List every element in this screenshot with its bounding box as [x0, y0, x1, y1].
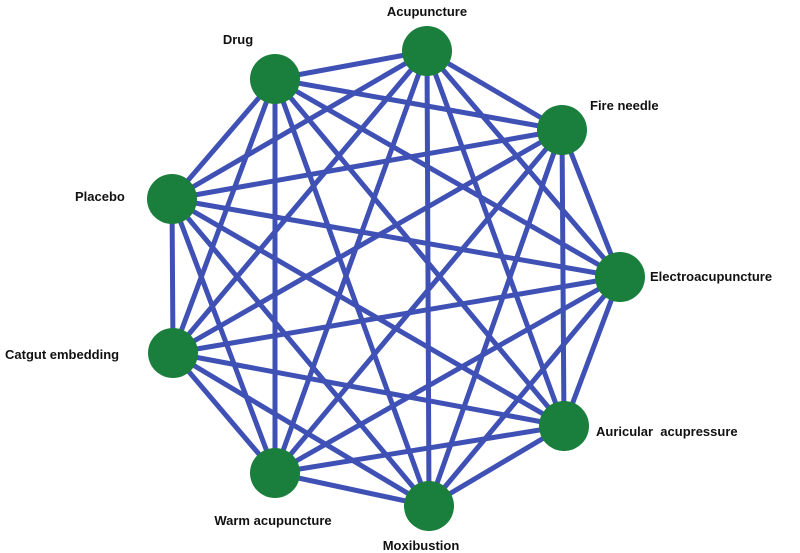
edge-electroacupuncture-moxibustion — [426, 274, 623, 509]
edge-auricular-acupressure-warm-acupuncture — [272, 423, 567, 476]
label-fire-needle: Fire needle — [590, 98, 659, 113]
edge-acupuncture-catgut-embedding — [170, 48, 430, 356]
label-catgut-embedding: Catgut embedding — [5, 347, 119, 362]
label-warm-acupuncture: Warm acupuncture — [214, 513, 331, 528]
edge-fire-needle-moxibustion — [426, 127, 565, 509]
edge-fire-needle-electroacupuncture — [559, 127, 623, 280]
edge-electroacupuncture-auricular-acupressure — [561, 274, 623, 429]
edge-auricular-acupressure-catgut-embedding — [170, 350, 567, 429]
edge-electroacupuncture-drug — [272, 76, 623, 280]
edge-electroacupuncture-catgut-embedding — [170, 274, 623, 356]
edge-moxibustion-warm-acupuncture — [272, 470, 432, 509]
edge-auricular-acupressure-drug — [272, 76, 567, 429]
label-acupuncture: Acupuncture — [387, 4, 467, 19]
nodes-layer — [147, 26, 645, 531]
edge-fire-needle-drug — [272, 76, 565, 133]
node-drug — [250, 54, 300, 104]
edge-acupuncture-moxibustion — [424, 48, 432, 509]
edge-acupuncture-fire-needle — [424, 48, 565, 133]
node-catgut-embedding — [148, 328, 198, 378]
edge-fire-needle-catgut-embedding — [170, 127, 565, 356]
label-moxibustion: Moxibustion — [383, 538, 460, 553]
node-fire-needle — [537, 105, 587, 155]
label-placebo: Placebo — [75, 189, 125, 204]
node-electroacupuncture — [595, 252, 645, 302]
edge-moxibustion-catgut-embedding — [170, 350, 432, 509]
node-placebo — [147, 174, 197, 224]
edge-moxibustion-drug — [272, 76, 432, 509]
node-acupuncture — [402, 26, 452, 76]
edge-catgut-embedding-drug — [170, 76, 278, 356]
edge-auricular-acupressure-placebo — [169, 196, 567, 429]
edge-catgut-embedding-placebo — [169, 196, 176, 356]
edge-electroacupuncture-warm-acupuncture — [272, 274, 623, 476]
edge-electroacupuncture-placebo — [169, 196, 623, 280]
edge-placebo-drug — [169, 76, 278, 202]
edge-moxibustion-placebo — [169, 196, 432, 509]
node-moxibustion — [404, 481, 454, 531]
node-warm-acupuncture — [250, 448, 300, 498]
edge-acupuncture-placebo — [169, 48, 430, 202]
label-electroacupuncture: Electroacupuncture — [650, 269, 772, 284]
edge-acupuncture-drug — [272, 48, 430, 82]
edge-auricular-acupressure-moxibustion — [426, 423, 567, 509]
edge-warm-acupuncture-catgut-embedding — [170, 350, 278, 476]
label-auricular-acupressure: Auricular acupressure — [596, 424, 738, 439]
edge-acupuncture-warm-acupuncture — [272, 48, 430, 476]
label-drug: Drug — [223, 32, 253, 47]
edge-acupuncture-electroacupuncture — [424, 48, 623, 280]
edge-fire-needle-warm-acupuncture — [272, 127, 565, 476]
edge-fire-needle-auricular-acupressure — [559, 127, 567, 429]
edge-warm-acupuncture-placebo — [169, 196, 278, 476]
edge-acupuncture-auricular-acupressure — [424, 48, 567, 429]
edges-layer — [169, 48, 623, 509]
node-auricular-acupressure — [539, 401, 589, 451]
